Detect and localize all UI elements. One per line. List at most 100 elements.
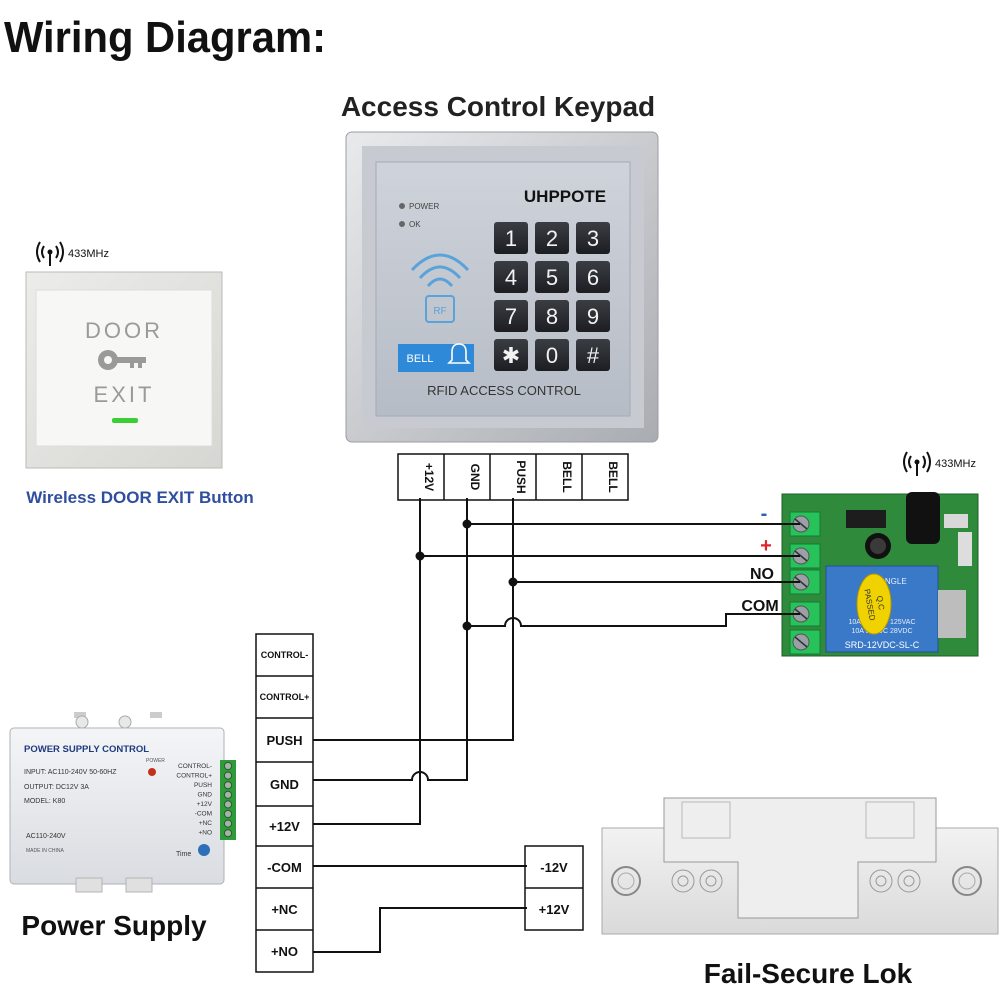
- svg-text:INPUT: AC110-240V 50-60HZ: INPUT: AC110-240V 50-60HZ: [24, 769, 117, 776]
- svg-text:2: 2: [546, 226, 558, 251]
- keypad-footer: RFID ACCESS CONTROL: [427, 383, 581, 398]
- access-control-keypad: POWER OK UHPPOTE RF BELL RFID ACCESS CON…: [345, 131, 659, 443]
- svg-text:✱: ✱: [502, 343, 520, 368]
- svg-text:MADE IN CHINA: MADE IN CHINA: [26, 848, 64, 854]
- svg-text:8: 8: [546, 304, 558, 329]
- svg-text:CONTROL+: CONTROL+: [176, 773, 212, 780]
- keypad-key[interactable]: 1: [494, 222, 528, 254]
- svg-text:1: 1: [505, 226, 517, 251]
- wire-push: [313, 498, 514, 741]
- keypad-terminal-label: BELL: [560, 461, 574, 492]
- svg-text:EXIT: EXIT: [94, 382, 155, 407]
- psu-terminal-label: +NC: [271, 902, 298, 917]
- key-icon: [98, 350, 146, 370]
- wire-nc-lock: [313, 907, 527, 953]
- svg-text:GND: GND: [198, 792, 213, 799]
- bell-icon: [447, 343, 471, 364]
- wire-junctions: [415, 519, 518, 631]
- receiver-terminal-label: +: [760, 535, 772, 557]
- rfid-wave-icon: [410, 253, 470, 288]
- svg-text:CONTROL-: CONTROL-: [178, 763, 212, 770]
- wireless-signal-icon: [903, 451, 931, 476]
- keypad-terminal-label: PUSH: [514, 460, 528, 493]
- svg-text:0: 0: [546, 343, 558, 368]
- power-led: POWER: [399, 202, 439, 211]
- psu-terminal-label: GND: [270, 777, 299, 792]
- psu-terminal-label: CONTROL-: [261, 650, 309, 660]
- svg-text:7: 7: [505, 304, 517, 329]
- keypad-key[interactable]: 9: [576, 300, 610, 332]
- keypad-terminal-label: BELL: [606, 461, 620, 492]
- svg-text:POWER: POWER: [409, 202, 439, 211]
- antenna-coil: [906, 492, 940, 544]
- lock-caption: Fail-Secure Lok: [704, 958, 913, 989]
- svg-text:BELL: BELL: [407, 353, 434, 365]
- lock-terminal-label: -12V: [540, 860, 568, 875]
- svg-text:9: 9: [587, 304, 599, 329]
- svg-text:RF: RF: [433, 306, 446, 317]
- svg-text:-COM: -COM: [195, 811, 212, 818]
- svg-text:Time: Time: [176, 851, 191, 858]
- keypad-key[interactable]: 7: [494, 300, 528, 332]
- keypad-key[interactable]: 5: [535, 261, 569, 293]
- relay-component: SONGLE 10A 250VAC 125VAC 10A 30VDC 28VDC…: [825, 565, 939, 653]
- svg-text:MODEL: K80: MODEL: K80: [24, 798, 65, 805]
- keypad-brand: UHPPOTE: [524, 187, 606, 206]
- psu-terminal-label: CONTROL+: [260, 692, 310, 702]
- svg-text:+NC: +NC: [199, 820, 212, 827]
- keypad-keys: 1 2 3 4 5 6 7 8 9 ✱ 0 #: [494, 222, 610, 371]
- bell-button[interactable]: BELL: [398, 343, 474, 372]
- page-title: Wiring Diagram:: [4, 13, 326, 62]
- keypad-key[interactable]: 3: [576, 222, 610, 254]
- fail-secure-lock: [601, 797, 999, 935]
- wireless-relay-receiver: SONGLE 10A 250VAC 125VAC 10A 30VDC 28VDC…: [781, 492, 979, 657]
- keypad-key[interactable]: 4: [494, 261, 528, 293]
- receiver-terminal-label: NO: [750, 566, 774, 583]
- svg-text:OK: OK: [409, 220, 421, 229]
- svg-text:+NO: +NO: [198, 830, 212, 837]
- keypad-title: Access Control Keypad: [341, 91, 655, 122]
- svg-text:10A 30VDC 28VDC: 10A 30VDC 28VDC: [851, 628, 912, 635]
- psu-screw-terminals: [223, 761, 233, 838]
- psu-terminal-label: -COM: [267, 860, 302, 875]
- keypad-key[interactable]: 2: [535, 222, 569, 254]
- keypad-key[interactable]: 6: [576, 261, 610, 293]
- svg-text:4: 4: [505, 265, 517, 290]
- timer-knob-icon: [198, 844, 210, 856]
- qc-passed-sticker: [856, 573, 892, 635]
- psu-terminal-label: PUSH: [266, 733, 302, 748]
- power-led: [148, 768, 156, 776]
- receiver-wireless-tag: 433MHz: [935, 458, 976, 470]
- svg-text:AC110-240V: AC110-240V: [26, 833, 66, 840]
- svg-text:PUSH: PUSH: [194, 782, 212, 789]
- receiver-terminal-label: -: [761, 503, 768, 525]
- svg-text:OUTPUT: DC12V 3A: OUTPUT: DC12V 3A: [24, 784, 89, 791]
- keypad-key[interactable]: 0: [535, 339, 569, 371]
- psu-terminal-label: +NO: [271, 944, 298, 959]
- keypad-key[interactable]: 8: [535, 300, 569, 332]
- svg-text:6: 6: [587, 265, 599, 290]
- svg-text:5: 5: [546, 265, 558, 290]
- keypad-terminal-block: +12V GND PUSH BELL BELL: [397, 453, 629, 501]
- power-supply-unit: POWER SUPPLY CONTROL INPUT: AC110-240V 5…: [9, 712, 236, 893]
- wire-gnd: [313, 498, 468, 781]
- power-supply-caption: Power Supply: [21, 910, 207, 941]
- svg-text:SONGLE: SONGLE: [873, 577, 906, 586]
- svg-text:Q.C: Q.C: [875, 595, 886, 611]
- keypad-key[interactable]: #: [576, 339, 610, 371]
- keypad-key[interactable]: ✱: [494, 339, 528, 371]
- svg-text:#: #: [587, 343, 600, 368]
- wire-12v: [313, 498, 421, 825]
- keypad-terminal-label: +12V: [422, 463, 436, 491]
- door-exit-button: DOOR EXIT: [25, 271, 223, 469]
- svg-text:POWER: POWER: [146, 758, 165, 764]
- svg-text:3: 3: [587, 226, 599, 251]
- keypad-terminal-label: GND: [468, 464, 482, 491]
- exit-led-indicator: [112, 418, 138, 423]
- rf-card-icon: RF: [425, 295, 455, 323]
- exit-button-caption: Wireless DOOR EXIT Button: [26, 488, 253, 507]
- ok-led: OK: [399, 220, 421, 229]
